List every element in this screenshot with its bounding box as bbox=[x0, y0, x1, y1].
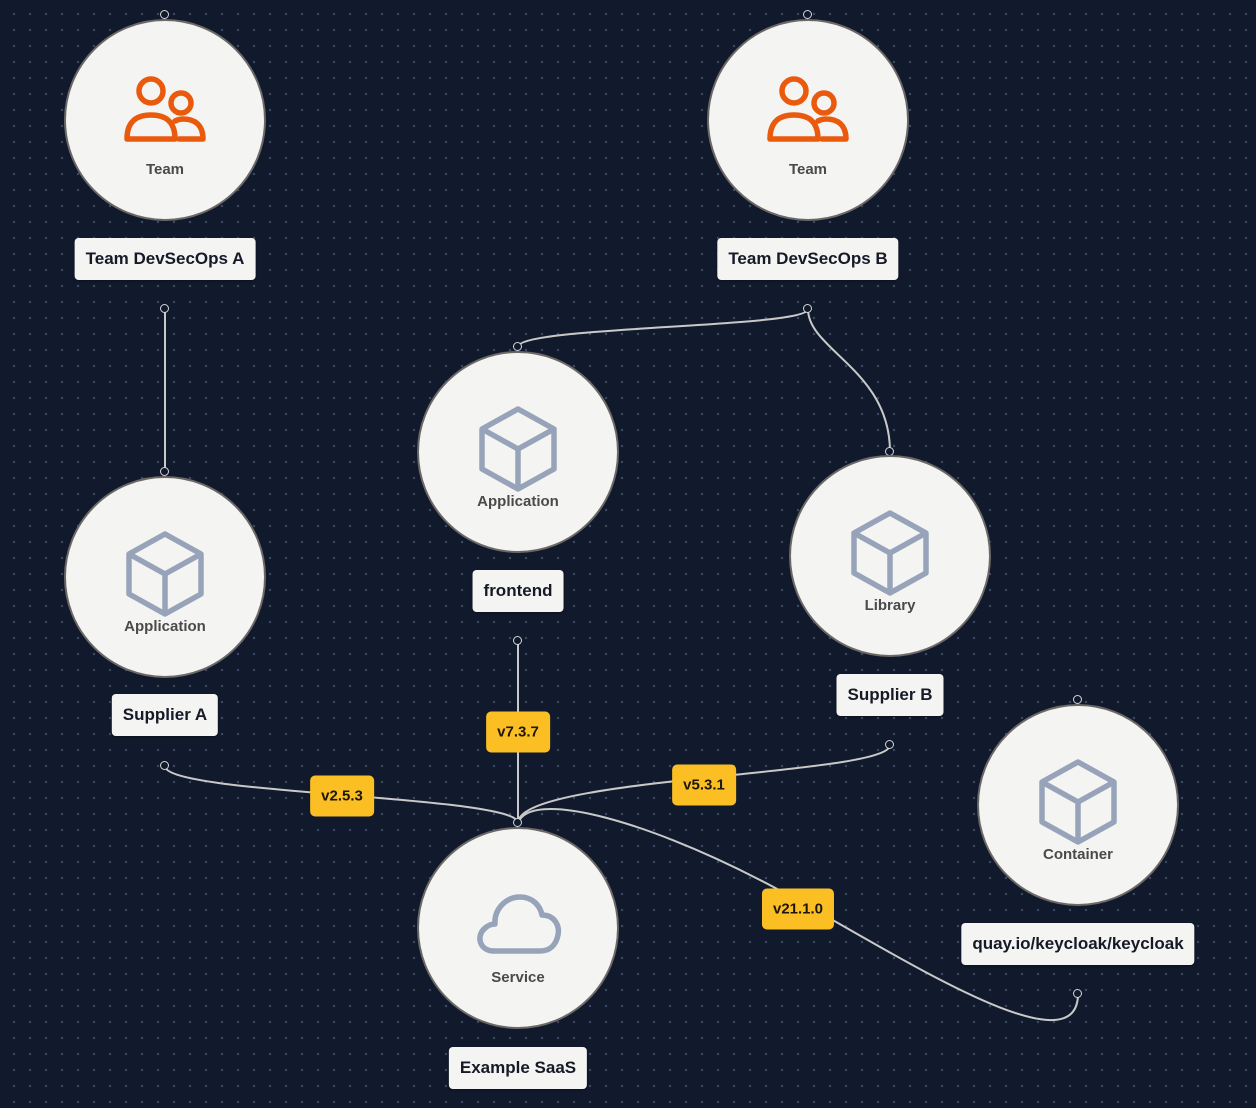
team-b-label[interactable]: Team DevSecOps B bbox=[717, 238, 899, 280]
version-badge[interactable]: v21.1.0 bbox=[761, 888, 835, 930]
service-node[interactable]: Service bbox=[417, 827, 619, 1029]
node-type-label: Team bbox=[788, 161, 828, 178]
users-icon bbox=[124, 76, 206, 142]
handle[interactable] bbox=[160, 304, 169, 313]
team-b-node[interactable]: Team bbox=[707, 19, 909, 221]
cube-icon bbox=[479, 406, 557, 492]
node-type-label: Application bbox=[477, 493, 559, 510]
application-frontend-node[interactable]: Application bbox=[417, 351, 619, 553]
service-label[interactable]: Example SaaS bbox=[448, 1047, 588, 1089]
handle[interactable] bbox=[160, 10, 169, 19]
library-node[interactable]: Library bbox=[789, 455, 991, 657]
cube-icon bbox=[1039, 759, 1117, 845]
supplier-b-label[interactable]: Supplier B bbox=[836, 674, 944, 716]
handle[interactable] bbox=[803, 10, 812, 19]
supplier-a-label[interactable]: Supplier A bbox=[111, 694, 219, 736]
version-badge[interactable]: v5.3.1 bbox=[672, 764, 736, 806]
users-icon bbox=[767, 76, 849, 142]
team-a-node[interactable]: Team bbox=[64, 19, 266, 221]
handle[interactable] bbox=[803, 304, 812, 313]
cube-icon bbox=[126, 531, 204, 617]
handle[interactable] bbox=[160, 761, 169, 770]
container-label[interactable]: quay.io/keycloak/keycloak bbox=[961, 923, 1195, 965]
handle[interactable] bbox=[1073, 989, 1082, 998]
application-supplier-a-node[interactable]: Application bbox=[64, 476, 266, 678]
team-a-label[interactable]: Team DevSecOps A bbox=[74, 238, 256, 280]
edge-team-b-to-supplier-b bbox=[807, 308, 891, 453]
node-type-label: Team bbox=[145, 161, 185, 178]
node-type-label: Application bbox=[124, 618, 206, 635]
handle[interactable] bbox=[513, 342, 522, 351]
cloud-icon bbox=[477, 894, 562, 954]
version-badge[interactable]: v2.5.3 bbox=[310, 775, 374, 817]
handle[interactable] bbox=[513, 636, 522, 645]
handle[interactable] bbox=[1073, 695, 1082, 704]
edge-team-b-to-frontend bbox=[517, 308, 809, 348]
frontend-label[interactable]: frontend bbox=[472, 570, 564, 612]
handle[interactable] bbox=[160, 467, 169, 476]
node-type-label: Library bbox=[864, 597, 916, 614]
handle[interactable] bbox=[885, 740, 894, 749]
cube-icon bbox=[851, 510, 929, 596]
container-node[interactable]: Container bbox=[977, 704, 1179, 906]
node-type-label: Service bbox=[491, 969, 545, 986]
version-badge[interactable]: v7.3.7 bbox=[486, 711, 550, 753]
handle[interactable] bbox=[513, 818, 522, 827]
node-type-label: Container bbox=[1042, 846, 1113, 863]
